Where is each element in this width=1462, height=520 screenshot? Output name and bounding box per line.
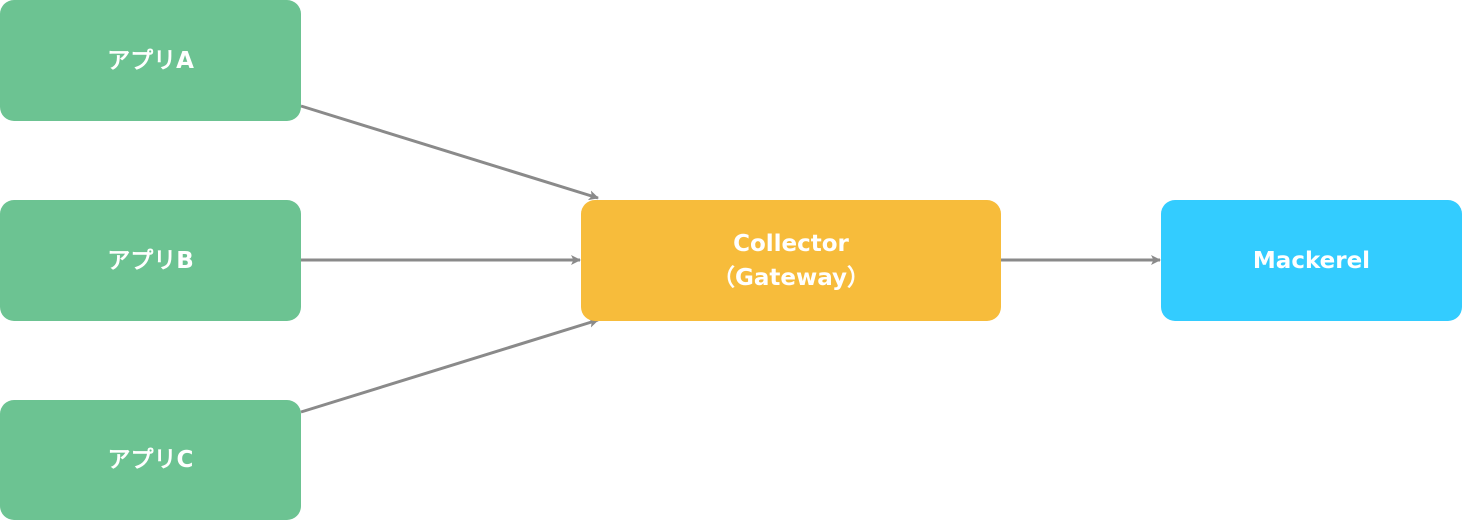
edge-app-a-to-collector (300, 104, 599, 201)
node-app-b: アプリB (0, 200, 301, 321)
node-app-a-label: アプリA (107, 47, 194, 74)
node-app-b-label: アプリB (107, 247, 194, 274)
node-collector-gateway: Collector （Gateway） (581, 200, 1001, 321)
node-mackerel: Mackerel (1161, 200, 1462, 321)
node-app-a: アプリA (0, 0, 301, 121)
node-app-c-label: アプリC (107, 447, 194, 473)
node-collector-label: Collector （Gateway） (711, 230, 871, 291)
node-app-c: アプリC (0, 400, 301, 520)
edge-app-c-to-collector (300, 317, 599, 414)
node-mackerel-label: Mackerel (1252, 247, 1371, 274)
